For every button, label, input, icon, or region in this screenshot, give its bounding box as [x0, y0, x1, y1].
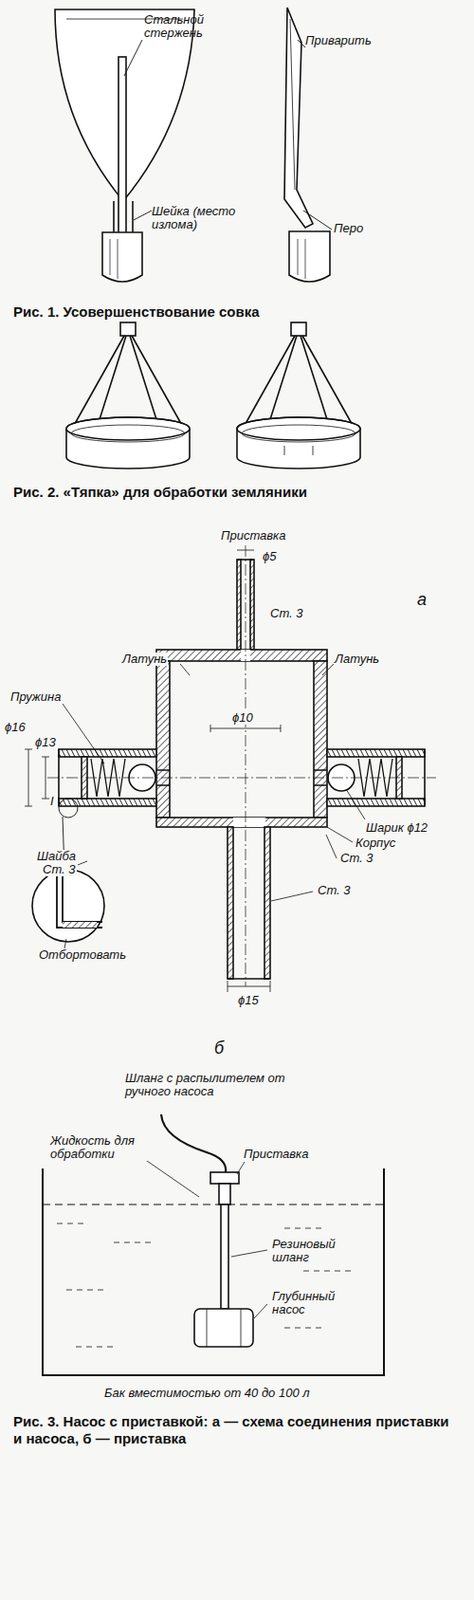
part-label: ϕ16 [3, 720, 27, 734]
figure-caption: Рис. 1. Усовершенствование совка [13, 303, 260, 321]
part-label: Шейка (место излома) [151, 204, 247, 232]
part-label: Шарик ϕ12 [364, 820, 429, 835]
part-label: Ст. 3 [41, 862, 77, 876]
part-label: Ст. 3 [269, 606, 305, 620]
part-label: Резиновый шланг [271, 1237, 359, 1264]
part-label: Шайба [36, 849, 77, 863]
part-label: Отбортовать [37, 948, 128, 962]
part-label: Приставка [242, 1147, 310, 1161]
part-label: ϕ10 [231, 711, 255, 725]
part-label: а [417, 592, 427, 606]
part-label: Жидкость для обработки [49, 1133, 156, 1161]
part-label: I [49, 794, 55, 808]
part-label: Ст. 3 [316, 883, 352, 897]
part-label: Шланг с распылителем от ручного насоса [125, 1071, 287, 1098]
part-label: Латунь [333, 652, 381, 666]
part-label: ϕ15 [237, 993, 260, 1007]
figure-caption: Рис. 2. «Тяпка» для обработки земляники [13, 483, 308, 501]
part-label: Пружина [9, 690, 62, 704]
part-label: ϕ5 [261, 549, 277, 564]
part-label: ϕ13 [34, 735, 57, 749]
part-label: б [214, 1040, 224, 1055]
part-label: Стальной стержень [144, 13, 235, 40]
part-label: Приставка [219, 528, 287, 543]
part-label: Приварить [305, 34, 372, 48]
part-label: Латунь [121, 652, 168, 666]
figure-caption: Рис. 3. Насос с приставкой: а — схема со… [13, 1412, 459, 1447]
part-label: Корпус [354, 836, 397, 850]
part-label: Бак вместимостью от 40 до 100 л [104, 1385, 310, 1400]
part-label: Глубинный насос [271, 1289, 359, 1316]
part-label: Ст. 3 [339, 851, 375, 865]
part-label: Перо [333, 221, 364, 236]
